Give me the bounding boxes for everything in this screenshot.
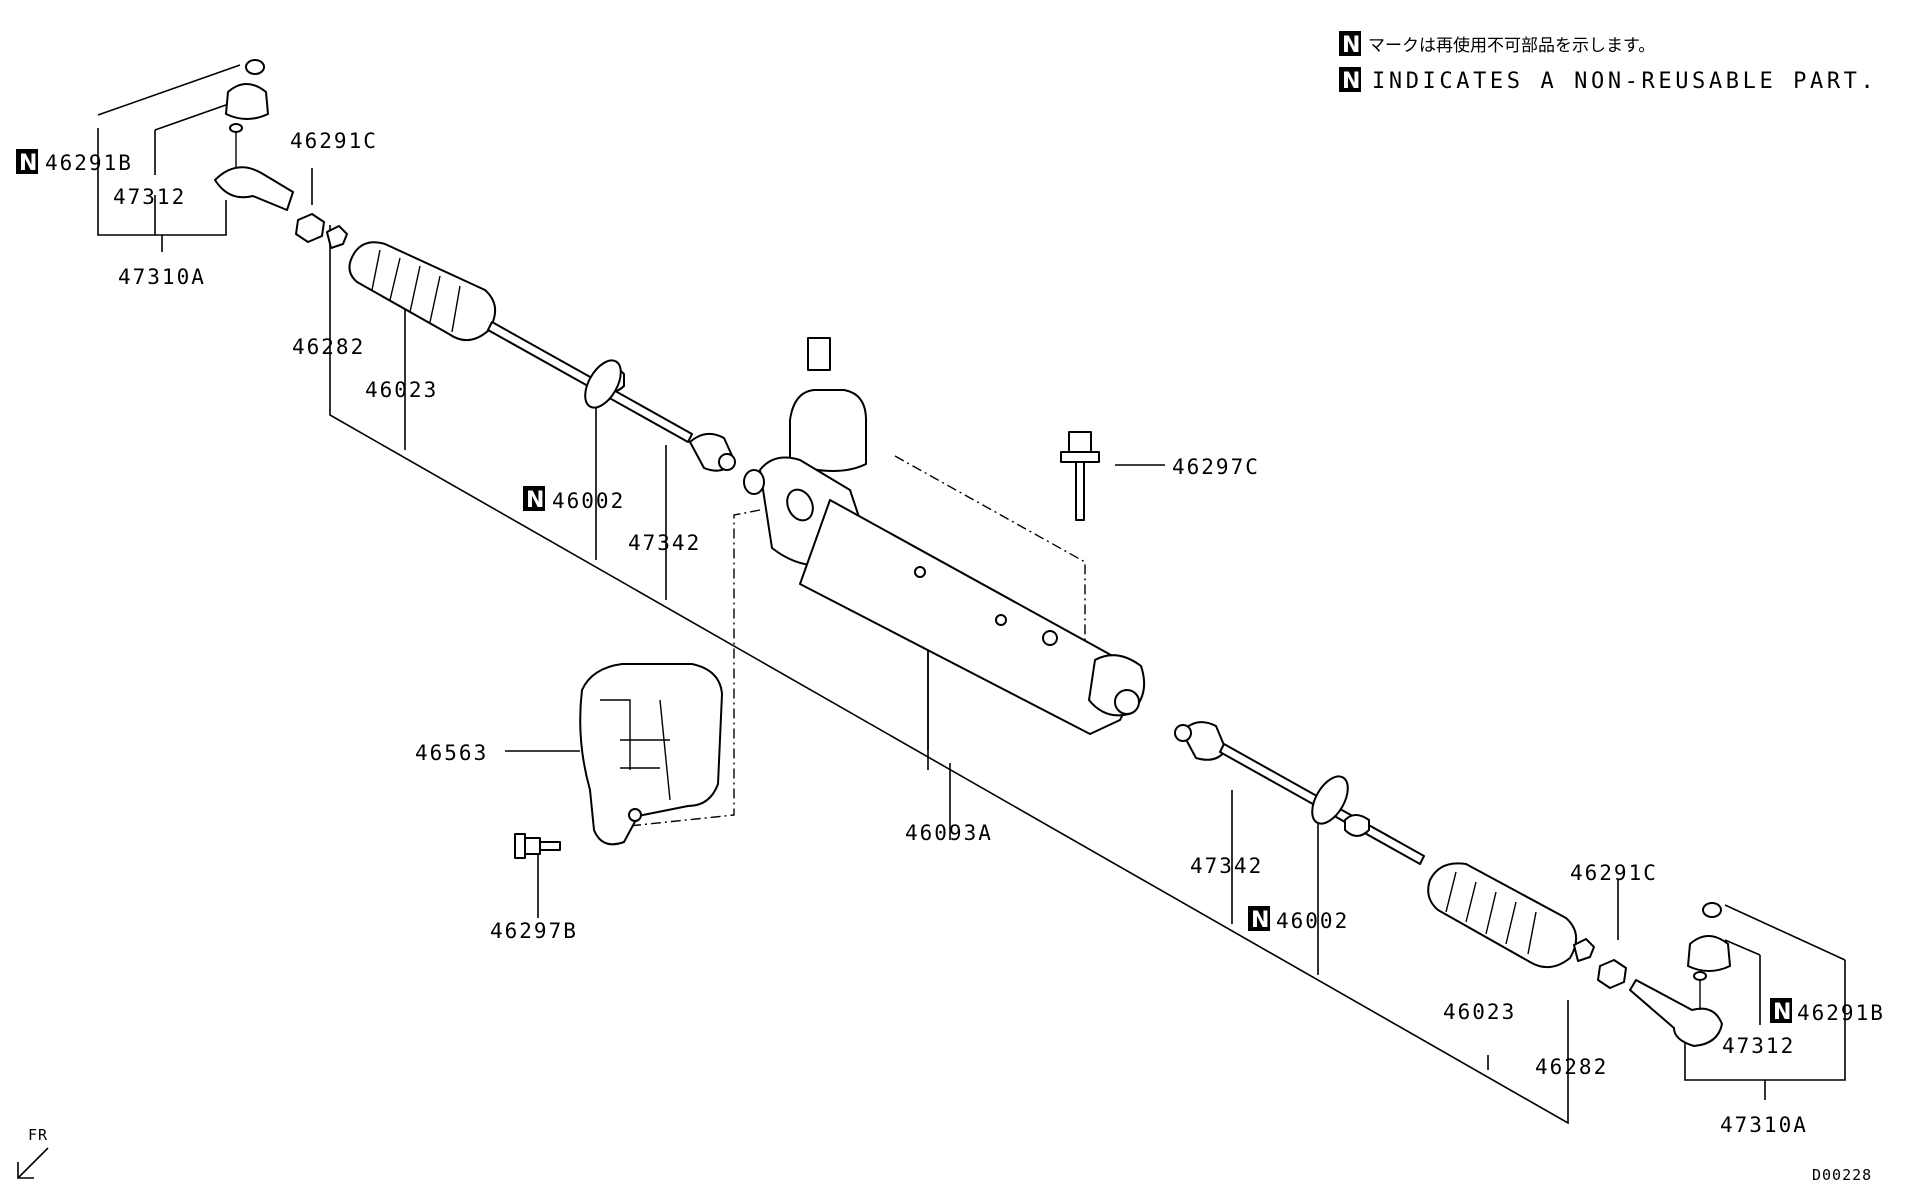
label-46291b-right: 46291B bbox=[1797, 1001, 1885, 1025]
left-cap-icon bbox=[245, 59, 265, 75]
left-clip-icon bbox=[326, 225, 348, 249]
label-47312-right: 47312 bbox=[1722, 1034, 1795, 1058]
label-46297c: 46297C bbox=[1172, 455, 1260, 479]
rack-housing-icon bbox=[743, 337, 1145, 735]
right-clamp-ring-icon bbox=[1311, 775, 1349, 825]
n-badge-icon bbox=[16, 149, 38, 174]
n-badge-label: N bbox=[1773, 1000, 1791, 1025]
left-clamp-ring-icon bbox=[584, 359, 622, 409]
label-46291c-left: 46291C bbox=[290, 129, 378, 153]
legend-badge-2: N bbox=[1342, 69, 1360, 94]
legend-english: INDICATES A NON-REUSABLE PART. bbox=[1372, 69, 1877, 94]
n-badge-icon bbox=[1339, 67, 1361, 92]
label-46282-left: 46282 bbox=[292, 335, 365, 359]
left-tie-rod-end-icon bbox=[214, 123, 294, 211]
label-47342-right: 47342 bbox=[1190, 854, 1263, 878]
heat-shield-icon bbox=[579, 663, 723, 846]
label-46002-left: 46002 bbox=[552, 489, 625, 513]
label-46563: 46563 bbox=[415, 741, 488, 765]
legend-japanese: マークは再使用不可部品を示します。 bbox=[1368, 35, 1655, 56]
n-badge-label: N bbox=[1251, 908, 1269, 933]
dash-leaders bbox=[609, 455, 1086, 829]
bolt-46297c-icon bbox=[1060, 431, 1100, 521]
right-nut-icon bbox=[1597, 959, 1627, 989]
label-46297b: 46297B bbox=[490, 919, 578, 943]
label-46291c-right: 46291C bbox=[1570, 861, 1658, 885]
left-nut-icon bbox=[295, 213, 325, 243]
right-clip-icon bbox=[1573, 938, 1595, 962]
leader-lines bbox=[97, 64, 1846, 1125]
left-bellows-icon bbox=[348, 241, 496, 341]
n-badge-icon bbox=[523, 486, 545, 511]
bolt-46297b-icon bbox=[514, 833, 561, 859]
legend: N マークは再使用不可部品を示します。 N INDICATES A NON-RE… bbox=[1339, 31, 1877, 94]
right-inner-tie-rod-icon bbox=[1174, 721, 1425, 865]
part-labels: N 46291B 47312 47310A 46291C 46282 46023… bbox=[16, 129, 1885, 1137]
label-46023-left: 46023 bbox=[365, 378, 438, 402]
label-46002-right: 46002 bbox=[1276, 909, 1349, 933]
label-47312-left: 47312 bbox=[113, 185, 186, 209]
parts bbox=[214, 59, 1731, 1047]
n-badge-label: N bbox=[526, 488, 544, 513]
label-46093a: 46093A bbox=[905, 821, 993, 845]
pinion-shaft-icon bbox=[807, 337, 831, 371]
label-47310a-left: 47310A bbox=[118, 265, 206, 289]
legend-badge-1: N bbox=[1342, 33, 1360, 58]
front-arrow-icon bbox=[17, 1147, 49, 1179]
n-badge-label: N bbox=[19, 151, 37, 176]
label-46291b-left: 46291B bbox=[45, 151, 133, 175]
n-badge-icon bbox=[1248, 906, 1270, 931]
n-badge-icon bbox=[1770, 998, 1792, 1023]
left-dust-boot-icon bbox=[225, 83, 269, 120]
front-marker: FR bbox=[17, 1126, 49, 1179]
right-cap-icon bbox=[1702, 902, 1722, 918]
label-47342-left: 47342 bbox=[628, 531, 701, 555]
diagram-id: D00228 bbox=[1812, 1166, 1872, 1184]
label-46023-right: 46023 bbox=[1443, 1000, 1516, 1024]
fr-label: FR bbox=[28, 1126, 48, 1144]
label-47310a-right: 47310A bbox=[1720, 1113, 1808, 1137]
label-46282-right: 46282 bbox=[1535, 1055, 1608, 1079]
right-tie-rod-end-icon bbox=[1629, 971, 1723, 1047]
n-badge-icon bbox=[1339, 31, 1361, 56]
right-bellows-icon bbox=[1427, 862, 1577, 969]
right-dust-boot-icon bbox=[1687, 935, 1731, 972]
